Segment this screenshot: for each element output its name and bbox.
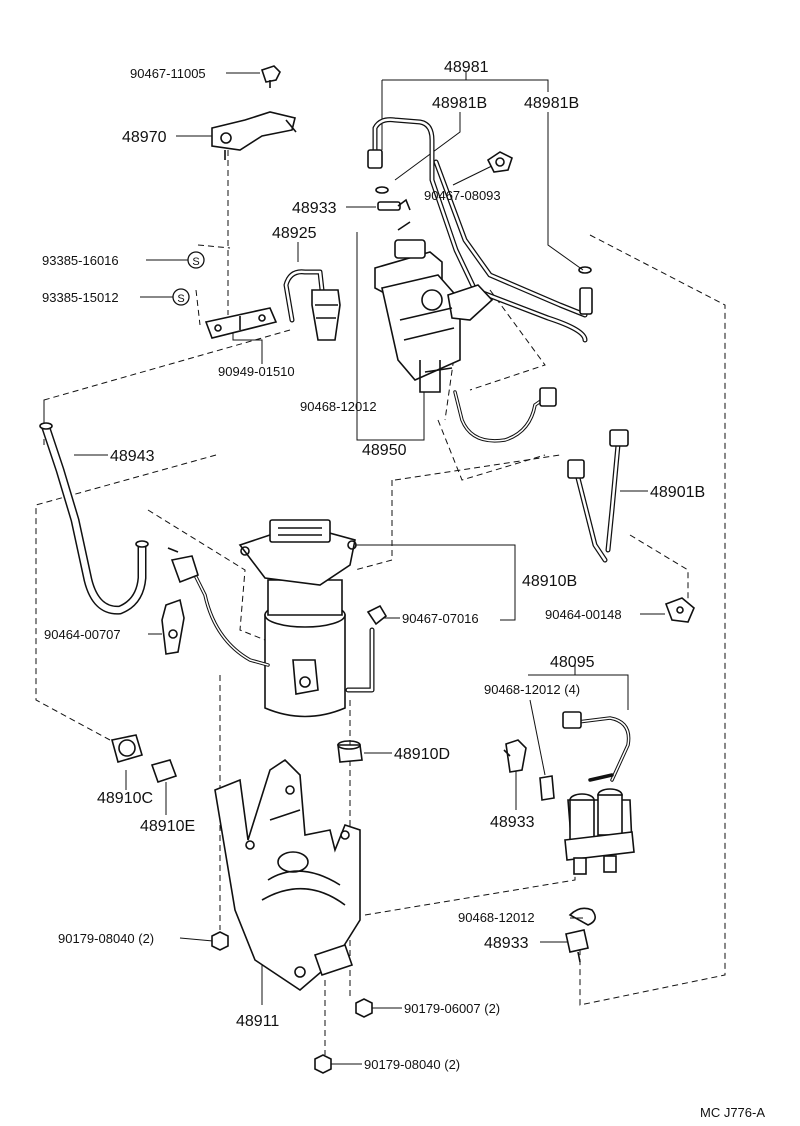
filter-small [539, 775, 555, 801]
s-mark-2-text: S [177, 293, 184, 305]
clamp-90467-08093 [486, 151, 513, 173]
bracket-48970 [211, 111, 297, 160]
label-48933-bottom: 48933 [484, 935, 529, 952]
pipe-48901B [567, 429, 629, 563]
hose-48933-mid [503, 739, 527, 773]
wire-harness-actuator [453, 387, 557, 443]
diagram-code: MC J776-A [700, 1105, 765, 1120]
label-48910C: 48910C [97, 790, 153, 807]
assembly-guide-lines [35, 150, 726, 1055]
vacuum-pipe-48981 [367, 117, 593, 343]
clip-90467-11005 [260, 65, 281, 88]
label-90949-01510: 90949-01510 [218, 364, 295, 379]
label-48933-top: 48933 [292, 200, 337, 217]
label-48911: 48911 [236, 1013, 279, 1030]
label-48950: 48950 [362, 442, 407, 459]
label-48943: 48943 [110, 448, 155, 465]
label-93385-15012: 93385-15012 [42, 290, 119, 305]
part-labels: 90467-11005 48970 48981 48981B 48981B 90… [42, 59, 765, 1120]
clip-90467-07016 [366, 604, 388, 626]
actuator-48950 [374, 221, 494, 393]
grommet-48910D [337, 740, 363, 763]
label-90467-08093: 90467-08093 [424, 188, 501, 203]
cushion-48910C [111, 734, 143, 763]
pump-48910B [238, 519, 375, 718]
valve-48095 [562, 711, 635, 875]
label-48981: 48981 [444, 59, 489, 76]
label-48901B: 48901B [650, 484, 705, 501]
nut-90179-08040-bottom [314, 1054, 332, 1074]
clamp-plate-90949-01510 [204, 307, 278, 339]
label-48910D: 48910D [394, 746, 450, 763]
hose-filter-48925 [283, 269, 341, 341]
s-mark-2: S [172, 288, 190, 306]
nut-90179-08040-left [211, 931, 229, 951]
s-mark-1: S [187, 251, 205, 269]
label-48910E: 48910E [140, 818, 195, 835]
label-90464-00148: 90464-00148 [545, 607, 622, 622]
nut-90179-06007 [355, 998, 373, 1018]
clamp-90464-00148 [664, 597, 695, 623]
clip-90468-12012-bottom [568, 907, 596, 926]
label-48981B-right: 48981B [524, 95, 579, 112]
label-90467-07016: 90467-07016 [402, 611, 479, 626]
label-90468-12012-4: 90468-12012 (4) [484, 682, 580, 697]
label-90179-06007: 90179-06007 (2) [404, 1001, 500, 1016]
label-48925: 48925 [272, 225, 317, 242]
clamp-90464-00707 [161, 598, 185, 655]
label-90468-12012-top: 90468-12012 [300, 399, 377, 414]
hose-48943 [39, 422, 149, 615]
hose-48933-bottom [565, 929, 589, 963]
label-48095: 48095 [550, 654, 595, 671]
label-90468-12012-bottom: 90468-12012 [458, 910, 535, 925]
label-93385-16016: 93385-16016 [42, 253, 119, 268]
label-48981B-left: 48981B [432, 95, 487, 112]
wire-pump [167, 547, 270, 667]
label-48933-mid: 48933 [490, 814, 535, 831]
label-48970: 48970 [122, 129, 167, 146]
label-48910B: 48910B [522, 573, 577, 590]
bracket-48911 [214, 758, 361, 992]
label-90179-08040-bottom: 90179-08040 (2) [364, 1057, 460, 1072]
label-90467-11005: 90467-11005 [130, 66, 206, 81]
leader-lines [74, 72, 665, 1065]
hose-48933-top [377, 198, 411, 211]
label-90464-00707: 90464-00707 [44, 627, 121, 642]
label-90179-08040-left: 90179-08040 (2) [58, 931, 154, 946]
s-mark-1-text: S [192, 256, 199, 268]
collar-48910E [150, 759, 178, 784]
